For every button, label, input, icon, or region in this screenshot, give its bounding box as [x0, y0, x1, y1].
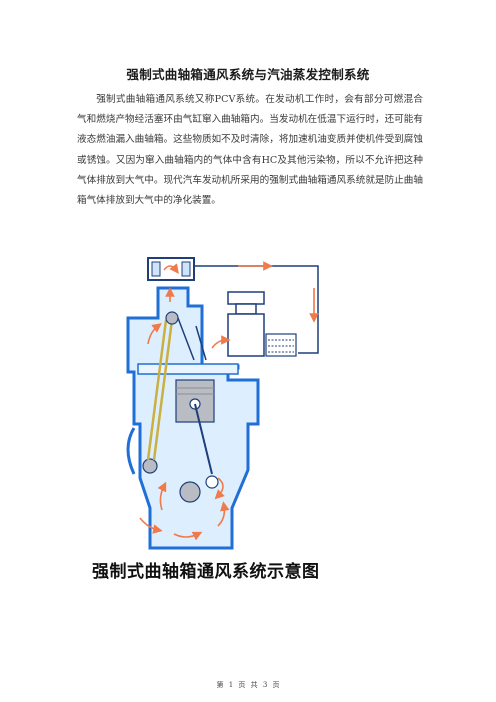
pcv-valve-assembly: [227, 291, 297, 357]
figure-caption: 强制式曲轴箱通风系统示意图: [92, 562, 320, 582]
page-footer: 第 1 页 共 3 页: [216, 681, 280, 689]
body-paragraph: 强制式曲轴箱通风系统又称PCV系统。在发动机工作时，会有部分可燃混合气和燃烧产物…: [77, 94, 423, 207]
pcv-diagram: [78, 248, 376, 582]
air-cleaner: [147, 257, 195, 281]
crankshaft: [179, 481, 201, 503]
blowby-flow-arrows: [139, 287, 231, 541]
ventilation-pipe: [194, 261, 319, 354]
connecting-rod: [194, 403, 213, 475]
document-title: 强制式曲轴箱通风系统与汽油蒸发控制系统: [126, 67, 370, 82]
